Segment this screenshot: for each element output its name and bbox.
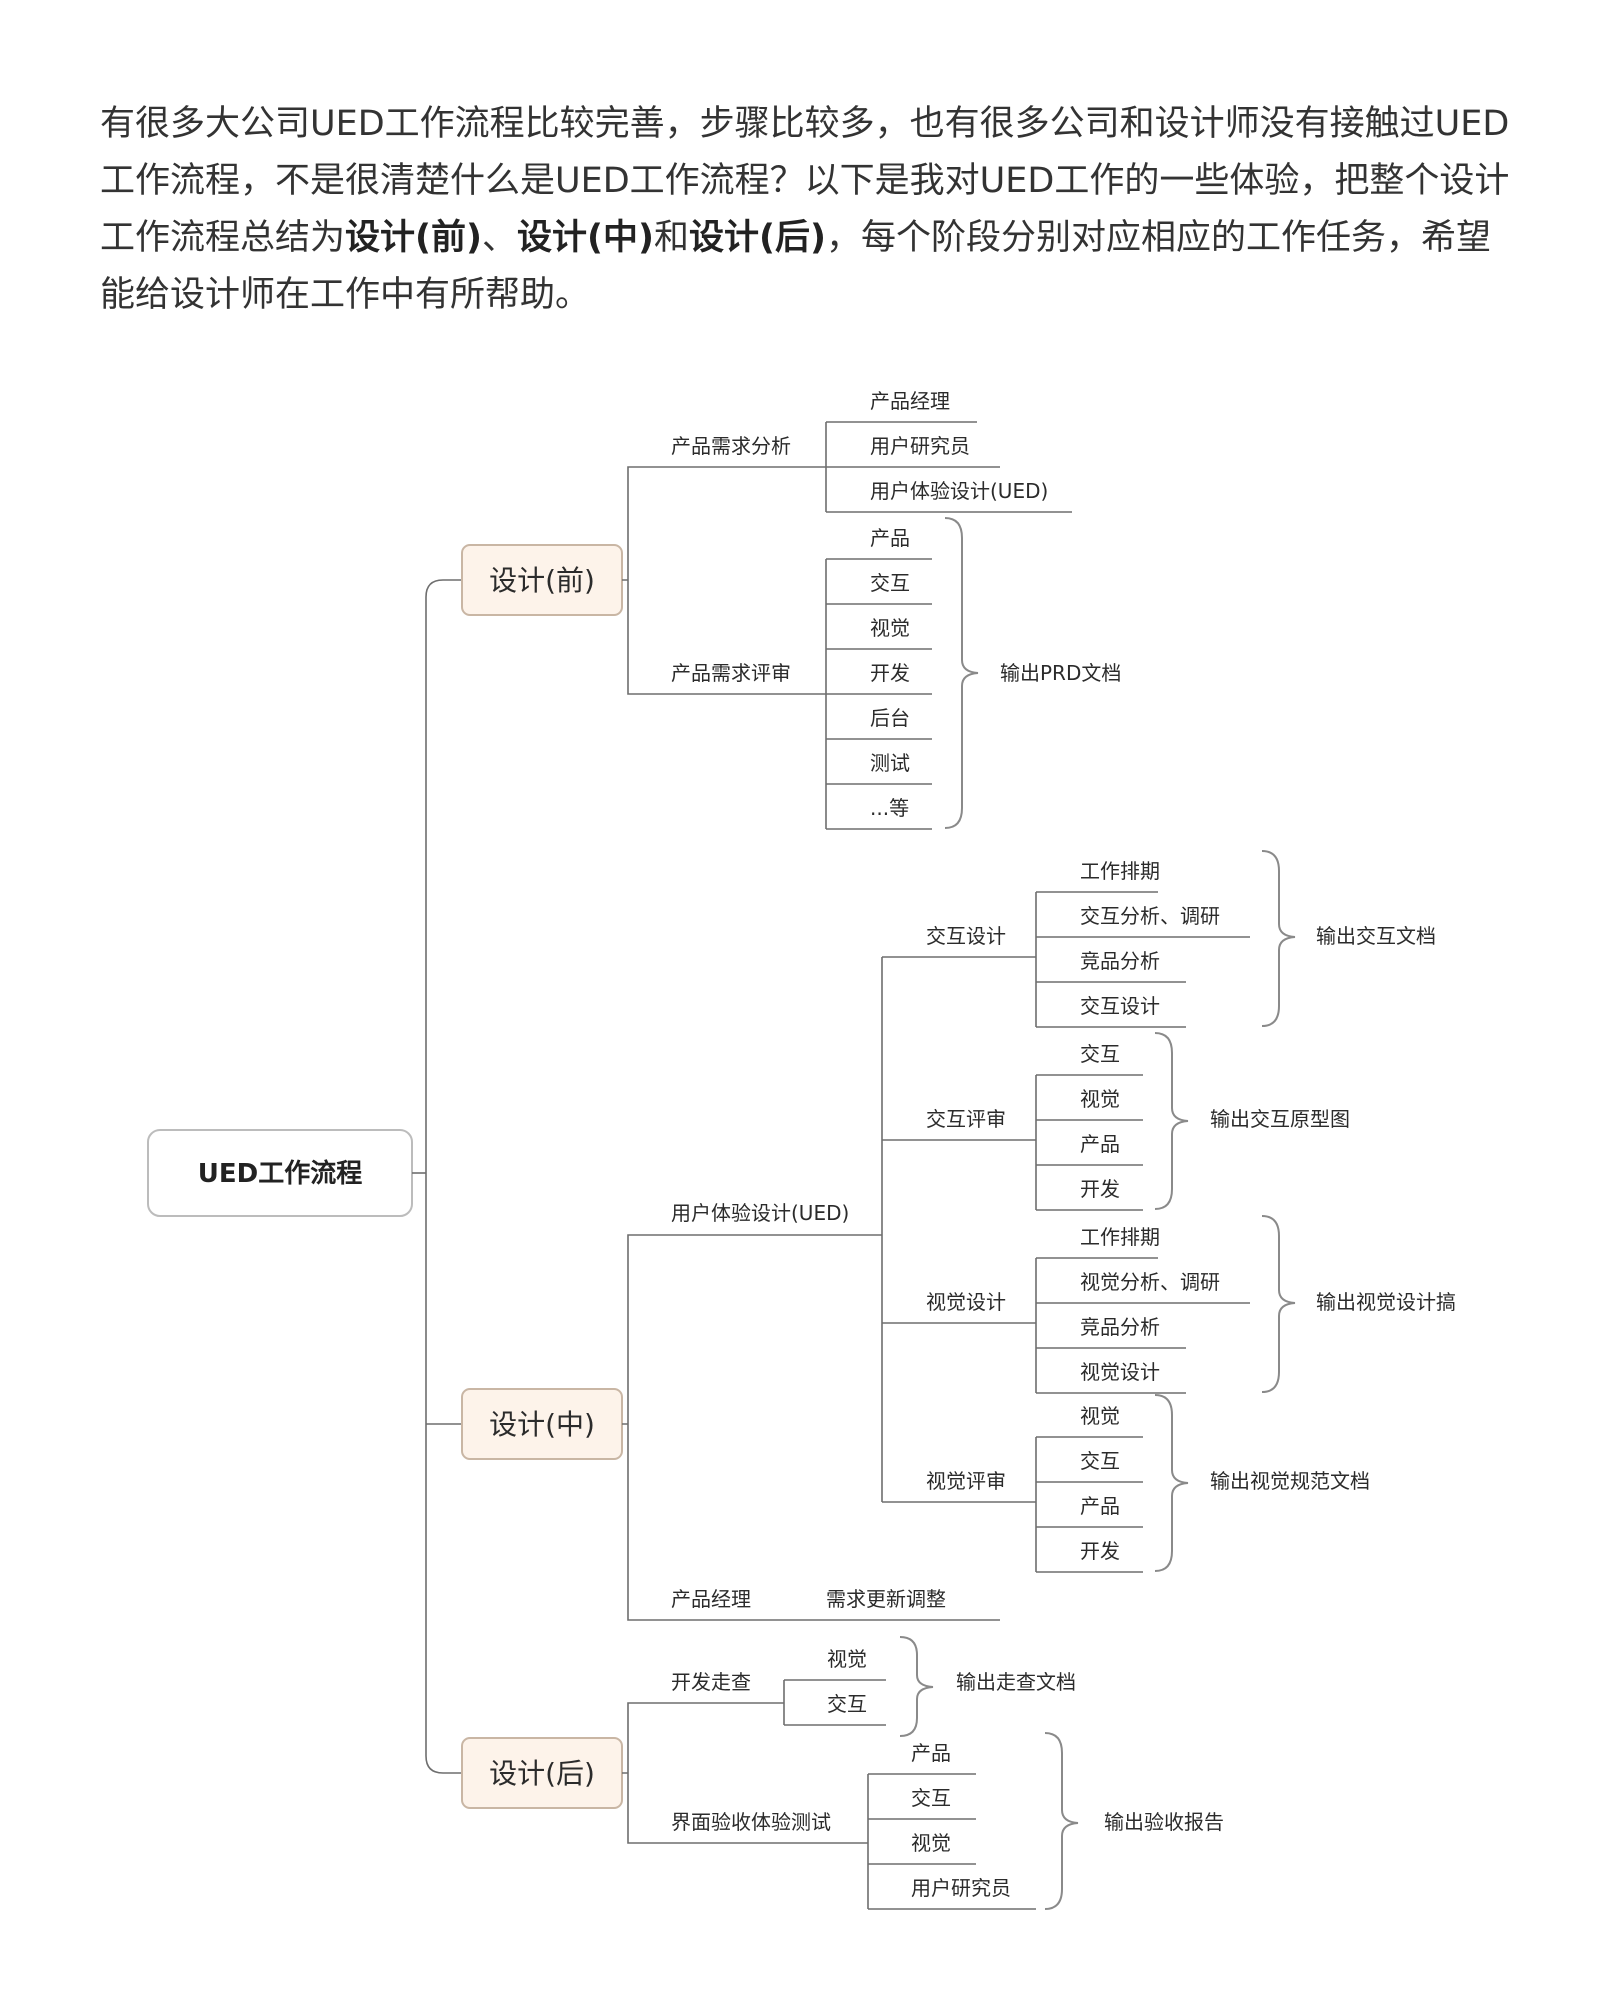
- phase-pre-label: 设计(前): [489, 564, 595, 597]
- mid-interaction-design-item: 工作排期: [1080, 859, 1160, 883]
- intro-text-1: 有很多大公司UED工作流程比较完善，步骤比较多，也有很多公司和设计师没有接触过U…: [100, 104, 1510, 258]
- post-dev-check-brace: [899, 1636, 934, 1737]
- mid-visual-design-item: 竞品分析: [1080, 1315, 1160, 1339]
- mid-interaction-review-item: 视觉: [1080, 1087, 1120, 1111]
- mid-interaction-design-tree: [1035, 891, 1250, 1028]
- mid-interaction-design-item: 交互分析、调研: [1080, 904, 1220, 928]
- phase-mid-label: 设计(中): [489, 1408, 595, 1441]
- pre-review-output: 输出PRD文档: [1000, 661, 1121, 685]
- pre-req-review-label: 产品需求评审: [671, 661, 791, 685]
- phase-post-label: 设计(后): [489, 1757, 595, 1790]
- pre-connector: [622, 466, 826, 695]
- mid-visual-design-item: 工作排期: [1080, 1225, 1160, 1249]
- post-acceptance-item: 产品: [911, 1741, 951, 1765]
- mid-visual-design-brace: [1261, 1215, 1296, 1393]
- mid-interaction-review-item: 交互: [1080, 1042, 1120, 1066]
- pre-analysis-role: 用户体验设计(UED): [870, 479, 1048, 503]
- mid-visual-review-label: 视觉评审: [926, 1469, 1006, 1493]
- post-acceptance-item: 用户研究员: [911, 1876, 1011, 1900]
- mid-visual-review-output: 输出视觉规范文档: [1210, 1469, 1370, 1493]
- mid-visual-design-label: 视觉设计: [926, 1290, 1006, 1314]
- mid-interaction-design-item: 竞品分析: [1080, 949, 1160, 973]
- pre-req-analysis-label: 产品需求分析: [671, 434, 791, 458]
- intro-strong-mid: 设计(中): [517, 218, 655, 258]
- pre-analysis-tree: [825, 421, 1072, 513]
- mid-pm-task: 需求更新调整: [826, 1587, 946, 1611]
- intro-strong-pre: 设计(前): [345, 218, 483, 258]
- pre-review-tree: [825, 558, 932, 830]
- mid-visual-review-brace: [1154, 1394, 1189, 1572]
- root-node-label: UED工作流程: [198, 1159, 362, 1189]
- pre-review-role: 开发: [870, 661, 910, 685]
- mid-interaction-design-item: 交互设计: [1080, 994, 1160, 1018]
- post-connector: [622, 1702, 868, 1844]
- phase-trunk: [425, 579, 444, 1774]
- mid-interaction-review-tree: [1035, 1074, 1143, 1211]
- pre-analysis-role: 产品经理: [870, 389, 950, 413]
- pre-review-role: 测试: [870, 751, 910, 775]
- mid-interaction-review-output: 输出交互原型图: [1210, 1107, 1350, 1131]
- pre-review-role: 视觉: [870, 616, 910, 640]
- pre-review-role: 后台: [870, 706, 910, 730]
- post-acceptance-output: 输出验收报告: [1104, 1810, 1224, 1834]
- intro-text-3: 和: [654, 218, 690, 258]
- intro-paragraph: 有很多大公司UED工作流程比较完善，步骤比较多，也有很多公司和设计师没有接触过U…: [100, 96, 1520, 324]
- pre-review-brace: [944, 517, 979, 829]
- post-dev-check-tree: [783, 1679, 886, 1726]
- pre-review-role: 交互: [870, 571, 910, 595]
- pre-review-role: ...等: [870, 796, 909, 820]
- mid-visual-design-tree: [1035, 1257, 1250, 1394]
- mid-visual-design-item: 视觉设计: [1080, 1360, 1160, 1384]
- mid-interaction-review-label: 交互评审: [926, 1107, 1006, 1131]
- intro-strong-post: 设计(后): [689, 218, 827, 258]
- mid-ux-tree: [881, 956, 1036, 1503]
- mid-interaction-design-label: 交互设计: [926, 924, 1006, 948]
- mid-visual-design-output: 输出视觉设计搞: [1316, 1290, 1456, 1314]
- mid-visual-review-item: 交互: [1080, 1449, 1120, 1473]
- post-acceptance-item: 交互: [911, 1786, 951, 1810]
- pre-analysis-role: 用户研究员: [870, 434, 970, 458]
- mid-interaction-design-brace: [1261, 850, 1296, 1027]
- post-dev-check-output: 输出走查文档: [956, 1670, 1076, 1694]
- post-dev-check-item: 交互: [827, 1692, 867, 1716]
- post-acceptance-item: 视觉: [911, 1831, 951, 1855]
- mid-interaction-review-brace: [1154, 1032, 1189, 1210]
- intro-text-4: ，每个阶段分别对应相应的工作任务，希望能给设计师在工作中有所帮助。: [100, 218, 1492, 315]
- post-dev-check-item: 视觉: [827, 1647, 867, 1671]
- mid-visual-review-item: 视觉: [1080, 1404, 1120, 1428]
- mid-pm-label: 产品经理: [671, 1587, 751, 1611]
- mid-interaction-review-item: 开发: [1080, 1177, 1120, 1201]
- mid-connector: [622, 1234, 1000, 1621]
- mid-ux-label: 用户体验设计(UED): [671, 1201, 849, 1225]
- mid-interaction-review-item: 产品: [1080, 1132, 1120, 1156]
- mid-visual-design-item: 视觉分析、调研: [1080, 1270, 1220, 1294]
- mid-visual-review-item: 开发: [1080, 1539, 1120, 1563]
- post-acceptance-label: 界面验收体验测试: [671, 1810, 831, 1834]
- post-acceptance-brace: [1044, 1732, 1079, 1910]
- mid-interaction-design-output: 输出交互文档: [1316, 924, 1436, 948]
- mid-visual-review-tree: [1035, 1436, 1143, 1573]
- post-dev-check-label: 开发走查: [671, 1670, 751, 1694]
- post-acceptance-tree: [867, 1773, 1036, 1910]
- mid-visual-review-item: 产品: [1080, 1494, 1120, 1518]
- intro-text-2: 、: [482, 218, 518, 258]
- pre-review-role: 产品: [870, 526, 910, 550]
